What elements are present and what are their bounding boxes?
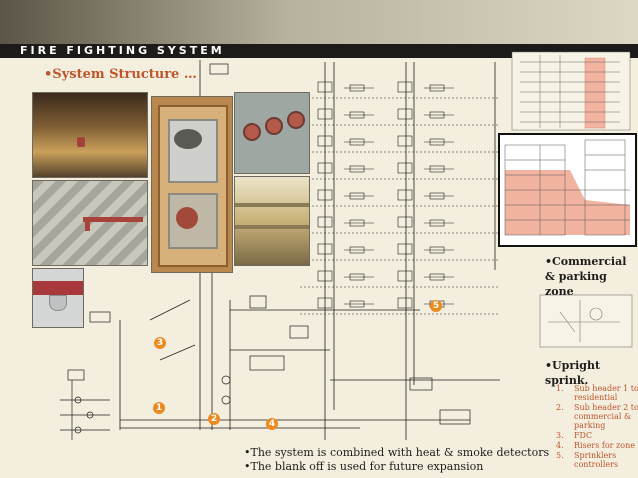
floor-device-box	[349, 273, 365, 281]
photo-exposed-pipe-ceiling	[32, 180, 148, 266]
floor-device-box	[429, 192, 445, 200]
note-blank-off: •The blank off is used for future expans…	[244, 460, 484, 473]
legend-item: 1.Sub header 1 to residential	[556, 384, 638, 402]
floor-valve-box	[397, 216, 413, 228]
floor-valve-box	[317, 135, 333, 147]
floor-valve-box	[397, 270, 413, 282]
floor-device-box	[429, 273, 445, 281]
floor-device-box	[349, 300, 365, 308]
section-subtitle: •System Structure …	[44, 67, 197, 82]
floor-valve-box	[317, 270, 333, 282]
floor-device-box	[349, 246, 365, 254]
legend-item: 4.Risers for zone	[556, 441, 635, 450]
legend-item: 5.Sprinklers controllers	[556, 451, 619, 469]
sprinkler-label: •Upright sprink.	[545, 359, 601, 387]
component-legend: 1.Sub header 1 to residential 2.Sub head…	[556, 384, 638, 470]
photo-wall-valves	[234, 92, 310, 174]
floor-valve-box	[317, 162, 333, 174]
floor-device-box	[429, 165, 445, 173]
floor-device-box	[349, 219, 365, 227]
floor-valve-box	[317, 297, 333, 309]
floor-valve-box	[317, 216, 333, 228]
floor-valve-box	[317, 243, 333, 255]
floor-valve-box	[317, 108, 333, 120]
upright-sprinkler-detail-thumbnail	[539, 294, 633, 348]
note-detectors: •The system is combined with heat & smok…	[244, 446, 550, 459]
callout-badge-5: 5	[430, 300, 442, 312]
floor-valve-box	[397, 135, 413, 147]
callout-badge-2: 2	[208, 413, 220, 425]
zone-label: •Commercial & parking zone	[545, 255, 627, 298]
floor-device-box	[349, 111, 365, 119]
legend-item: 3.FDC	[556, 431, 593, 440]
floor-valve-box	[397, 162, 413, 174]
floor-valve-box	[317, 81, 333, 93]
riser-elevation-thumbnail	[511, 51, 631, 131]
photo-ceiling-sprinkler	[32, 92, 148, 178]
floor-device-box	[349, 165, 365, 173]
page-title: Fire Fighting System	[20, 44, 225, 57]
floor-device-box	[429, 84, 445, 92]
floor-valve-box	[397, 243, 413, 255]
photo-pendant-sprinkler-head	[32, 268, 84, 328]
floor-device-box	[349, 138, 365, 146]
callout-badge-1: 1	[153, 402, 165, 414]
floor-valve-box	[397, 189, 413, 201]
floor-valve-box	[397, 297, 413, 309]
floor-valve-box	[397, 108, 413, 120]
photo-atrium-mall	[234, 176, 310, 266]
floor-valve-box	[397, 81, 413, 93]
floor-device-box	[349, 192, 365, 200]
floor-device-box	[429, 111, 445, 119]
header-background	[0, 0, 638, 46]
floor-valve-box	[317, 189, 333, 201]
floor-device-box	[429, 219, 445, 227]
floor-device-box	[429, 246, 445, 254]
building-section-thumbnail	[498, 133, 637, 247]
callout-badge-4: 4	[266, 418, 278, 430]
floor-device-box	[429, 138, 445, 146]
photo-hose-reel-cabinet	[151, 96, 233, 273]
legend-item: 2.Sub header 2 to commercial & parking	[556, 403, 638, 430]
callout-badge-3: 3	[154, 337, 166, 349]
title-bar	[0, 44, 638, 58]
floor-device-box	[349, 84, 365, 92]
